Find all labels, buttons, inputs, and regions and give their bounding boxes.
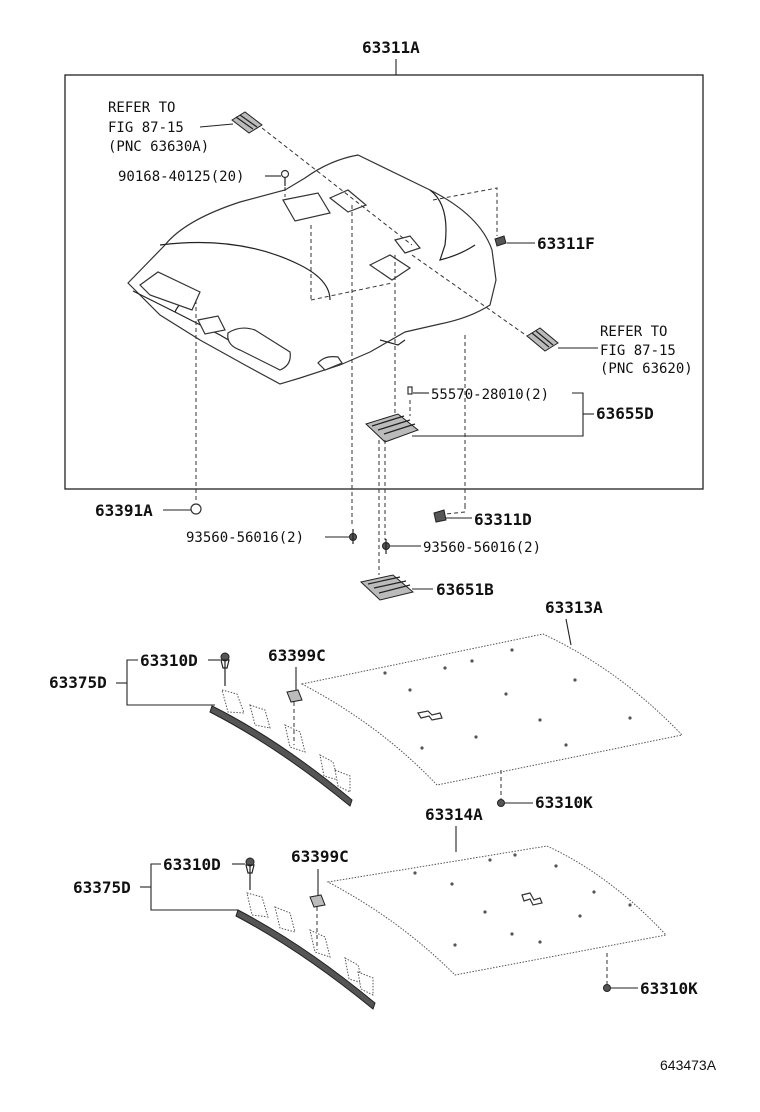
refer-note-top-line1: REFER TO: [108, 100, 175, 116]
clip-93560-b: [382, 539, 390, 554]
clip-63310K-a: [497, 799, 505, 807]
assembly-frame: [64, 74, 704, 490]
refer-note-right-line1: REFER TO: [600, 324, 667, 340]
clip-63310K-b: [603, 984, 611, 992]
refer-note-top-line2: FIG 87-15: [108, 120, 184, 136]
label-63375D-b: 63375D: [73, 878, 131, 897]
label-63310K-b: 63310K: [640, 979, 698, 998]
clip-63311D: [433, 509, 447, 523]
refer-note-right-line3: (PNC 63620): [600, 361, 693, 377]
screw-90168: [280, 169, 290, 186]
panel-63314A: [326, 845, 667, 976]
label-63311D: 63311D: [474, 510, 532, 529]
refer-note-right-line2: FIG 87-15: [600, 343, 676, 359]
label-63311F: 63311F: [537, 234, 595, 253]
label-63375D-a: 63375D: [49, 673, 107, 692]
panel-63313A: [300, 633, 683, 786]
label-55570-28010: 55570-28010(2): [431, 387, 549, 403]
refer-note-top-line3: (PNC 63630A): [108, 139, 209, 155]
clip-93560-a: [349, 529, 357, 544]
label-63313A: 63313A: [545, 598, 603, 617]
label-63310K-a: 63310K: [535, 793, 593, 812]
side-trim-63375D-a: [209, 660, 353, 807]
label-63399C-b: 63399C: [291, 847, 349, 866]
headliner-63311A: [127, 154, 497, 385]
label-63310D-b: 63310D: [163, 855, 221, 874]
label-93560-56016-a: 93560-56016(2): [186, 530, 304, 546]
grab-handle-upper-left: [231, 111, 263, 134]
label-90168-40125: 90168-40125(20): [118, 169, 244, 185]
clip-63310D-b: [245, 857, 255, 874]
label-63391A: 63391A: [95, 501, 153, 520]
grab-handle-right: [526, 327, 559, 352]
clip-63310D-a: [220, 652, 230, 669]
diagram-id: 643473A: [660, 1057, 717, 1073]
side-trim-63375D-b: [235, 866, 376, 1010]
clip-63399C-a: [286, 689, 303, 703]
label-63399C-a: 63399C: [268, 646, 326, 665]
label-63655D: 63655D: [596, 404, 654, 423]
label-63314A: 63314A: [425, 805, 483, 824]
lens-63651B: [359, 574, 415, 601]
label-63311A: 63311A: [362, 38, 420, 57]
clip-63311F: [494, 235, 507, 247]
label-63651B: 63651B: [436, 580, 494, 599]
clip-63399C-b: [309, 894, 326, 908]
label-93560-56016-b: 93560-56016(2): [423, 540, 541, 556]
label-63310D-a: 63310D: [140, 651, 198, 670]
dome-lamp-63655D: [365, 386, 420, 443]
cap-63391A: [190, 503, 202, 515]
